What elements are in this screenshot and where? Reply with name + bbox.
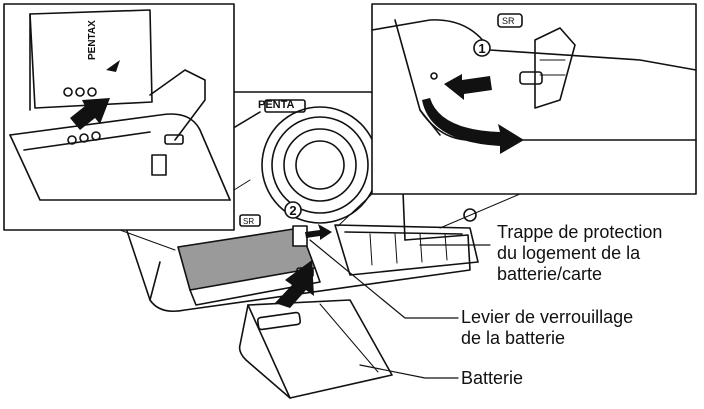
step-2-marker <box>284 201 302 219</box>
callout-levier-line1: Levier de verrouillage <box>461 307 634 327</box>
open-curved-arrow-icon <box>422 98 524 154</box>
callout-trappe-line3: batterie/carte <box>497 264 603 284</box>
callout-levier-line2: de la batterie <box>461 328 566 348</box>
camera-body <box>124 91 479 313</box>
slide-left-arrow-icon <box>444 74 492 100</box>
leader-levier <box>309 239 459 319</box>
callout-trappe-line2: du logement de la <box>497 243 641 263</box>
step-1-label: 1 <box>478 41 485 56</box>
insert-arrow-icon <box>275 260 314 308</box>
sr-badge-inset: SR <box>502 16 515 26</box>
lever-arrow-icon <box>305 224 332 240</box>
battery-pack <box>238 299 393 399</box>
callout-trappe: Trappe de protection du logement de la b… <box>497 222 662 285</box>
insert-down-arrow-icon <box>70 98 110 130</box>
callout-batterie: Batterie <box>461 368 523 389</box>
brand-label-short: PENTA <box>258 99 295 111</box>
callout-trappe-line1: Trappe de protection <box>497 222 663 242</box>
step-1-marker <box>473 39 491 57</box>
brand-label: PENTAX <box>87 20 98 60</box>
right-inset <box>337 3 697 229</box>
callout-levier: Levier de verrouillage de la batterie <box>461 307 633 349</box>
step-2-label: 2 <box>289 203 296 218</box>
left-inset <box>3 3 251 251</box>
callout-batterie-line1: Batterie <box>461 368 524 388</box>
leader-batterie <box>359 364 459 379</box>
sr-badge-main: SR <box>243 217 254 226</box>
